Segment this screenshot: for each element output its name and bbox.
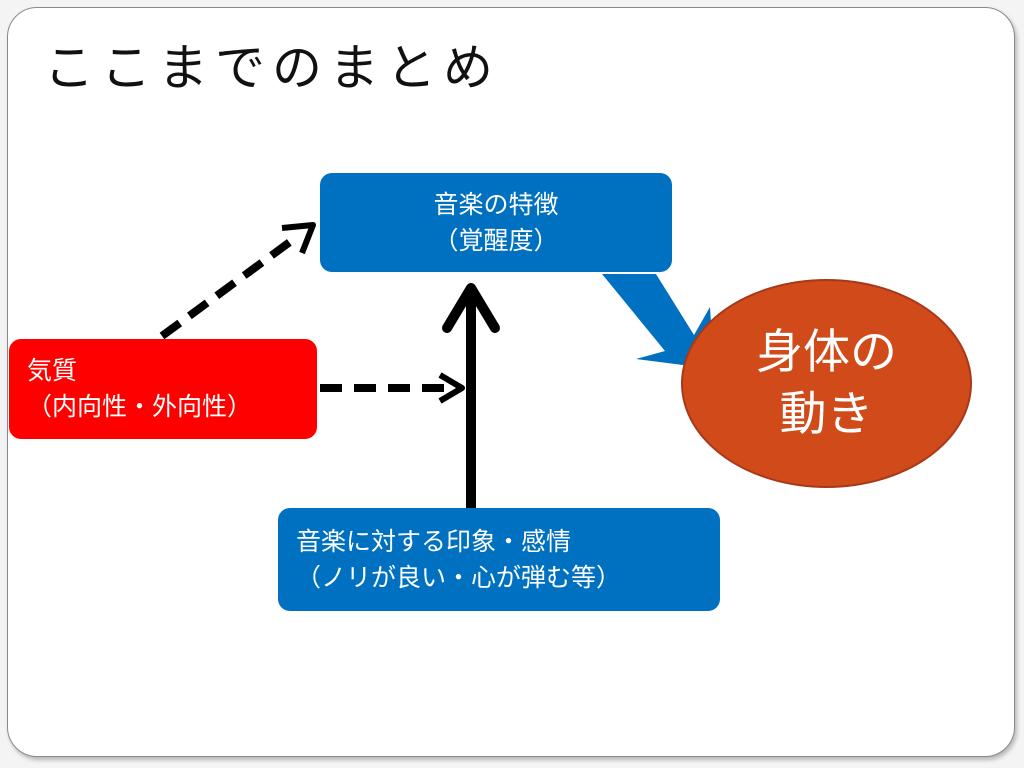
- node-impression-line2: （ノリが良い・心が弾む等）: [296, 562, 622, 592]
- node-impression-line1: 音楽に対する印象・感情: [296, 526, 572, 556]
- node-body-movement: 身体の 動き: [681, 279, 972, 488]
- arrow-music-to-body: [602, 274, 714, 369]
- node-impression: 音楽に対する印象・感情 （ノリが良い・心が弾む等）: [278, 508, 720, 611]
- node-music-features-line2: （覚醒度）: [433, 225, 559, 255]
- node-body-movement-line2: 動き: [779, 386, 874, 442]
- node-music-features: 音楽の特徴 （覚醒度）: [320, 173, 672, 272]
- node-temperament-line2: （内向性・外向性）: [27, 392, 253, 421]
- node-temperament-line1: 気質: [27, 356, 78, 385]
- node-music-features-line1: 音楽の特徴: [433, 189, 559, 219]
- arrowhead-right: [438, 372, 465, 404]
- arrowhead-up: [442, 283, 500, 333]
- arrow-temperament-to-music: [159, 232, 301, 340]
- slide-title: ここまでのまとめ: [44, 39, 500, 97]
- node-body-movement-line1: 身体の: [756, 324, 897, 380]
- arrowhead-diagonal: [281, 222, 316, 255]
- node-temperament: 気質 （内向性・外向性）: [9, 339, 317, 439]
